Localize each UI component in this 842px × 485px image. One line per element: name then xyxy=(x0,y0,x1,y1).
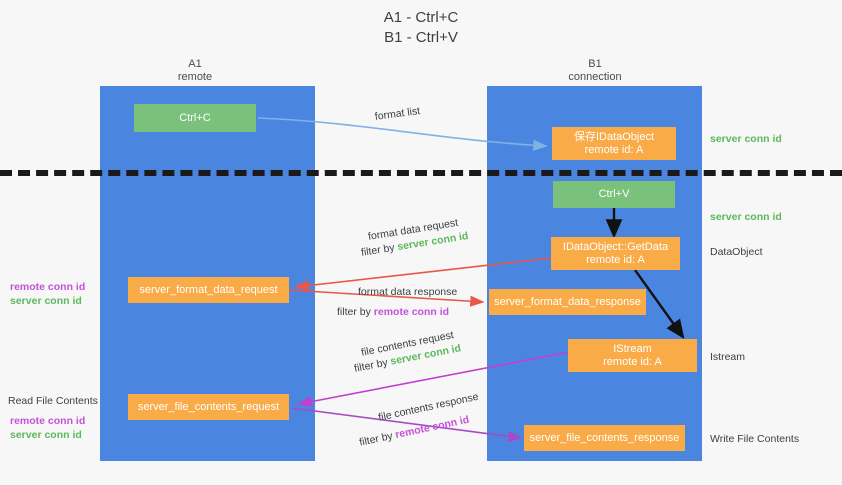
left-label-server-conn-id-bottom: server conn id xyxy=(10,429,82,441)
node-server-format-data-response[interactable]: server_format_data_response xyxy=(489,289,646,315)
right-label-dataobject: DataObject xyxy=(710,246,763,258)
phase-divider xyxy=(0,170,842,176)
right-label-istream: Istream xyxy=(710,351,746,363)
filter-prefix: filter by xyxy=(337,306,374,318)
right-label-write-file-contents: Write File Contents xyxy=(710,433,800,445)
left-label-remote-conn-id-bottom: remote conn id xyxy=(10,415,86,427)
left-label-server-conn-id-mid: server conn id xyxy=(10,295,82,307)
filter-key-remote-conn-id: remote conn id xyxy=(373,306,450,318)
edge-label-format-list: format list xyxy=(374,105,421,123)
filter-prefix: filter by xyxy=(353,355,392,375)
node-save-idataobject[interactable]: 保存IDataObject remote id: A xyxy=(552,127,676,160)
right-label-server-conn-id-top: server conn id xyxy=(710,133,782,145)
page-title: A1 - Ctrl+C B1 - Ctrl+V xyxy=(383,9,459,46)
node-ctrl-c[interactable]: Ctrl+C xyxy=(134,104,256,132)
left-label-remote-conn-id-mid: remote conn id xyxy=(10,281,86,293)
filter-prefix: filter by xyxy=(360,241,399,259)
node-server-file-contents-response[interactable]: server_file_contents_response xyxy=(524,425,685,451)
node-istream[interactable]: IStream remote id: A xyxy=(568,339,697,372)
node-ctrl-v[interactable]: Ctrl+V xyxy=(553,181,675,208)
node-server-format-data-request[interactable]: server_format_data_request xyxy=(128,277,289,303)
lane-header-a1: A1 remote xyxy=(177,58,213,83)
node-server-file-contents-request[interactable]: server_file_contents_request xyxy=(128,394,289,420)
left-label-read-file-contents: Read File Contents xyxy=(8,395,98,407)
edge-label-format-data-response: format data response xyxy=(358,286,458,298)
edge-label-format-data-response-filter: filter by remote conn id xyxy=(337,305,449,320)
lane-header-b1: B1 connection xyxy=(568,58,622,83)
node-getdata[interactable]: IDataObject::GetData remote id: A xyxy=(551,237,680,270)
right-label-server-conn-id-mid: server conn id xyxy=(710,211,782,223)
filter-prefix: filter by xyxy=(358,429,397,449)
